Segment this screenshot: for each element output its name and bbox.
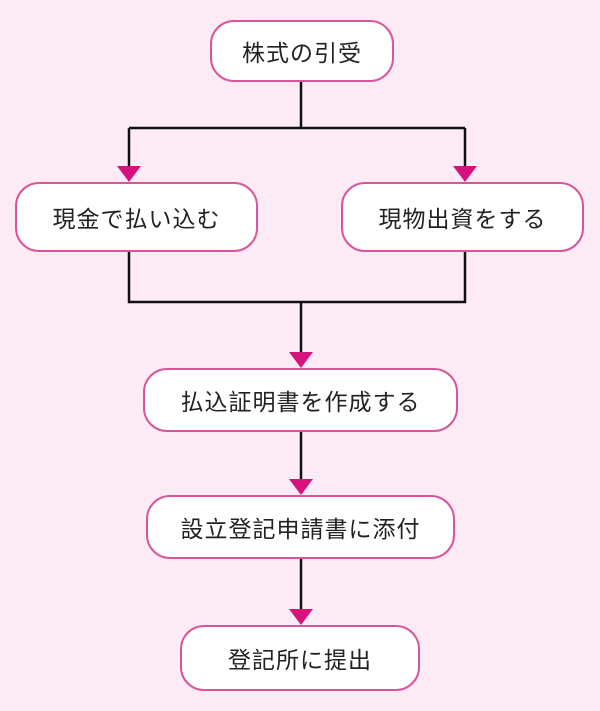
node-submit-to-registry: 登記所に提出 xyxy=(180,625,420,691)
arrowhead-n5 xyxy=(289,479,313,495)
arrowhead-n2 xyxy=(117,166,141,182)
edge-n1-split xyxy=(129,82,465,130)
arrowhead-n3 xyxy=(453,166,477,182)
node-label: 設立登記申請書に添付 xyxy=(180,517,421,543)
node-payment-certificate: 払込証明書を作成する xyxy=(143,368,458,432)
edge-n3-n4 xyxy=(301,252,467,304)
node-label: 現物出資をする xyxy=(378,207,547,233)
node-label: 株式の引受 xyxy=(242,41,362,67)
node-label: 払込証明書を作成する xyxy=(180,390,421,416)
node-attach-registration-application: 設立登記申請書に添付 xyxy=(146,495,455,559)
arrowhead-n6 xyxy=(289,609,313,625)
node-in-kind-contribution: 現物出資をする xyxy=(341,182,584,252)
node-label: 現金で払い込む xyxy=(52,207,221,233)
edge-n2-n4 xyxy=(127,252,301,304)
node-share-subscription: 株式の引受 xyxy=(210,20,394,82)
arrowhead-n4 xyxy=(289,352,313,368)
node-label: 登記所に提出 xyxy=(228,648,372,674)
node-cash-payment: 現金で払い込む xyxy=(15,182,258,252)
